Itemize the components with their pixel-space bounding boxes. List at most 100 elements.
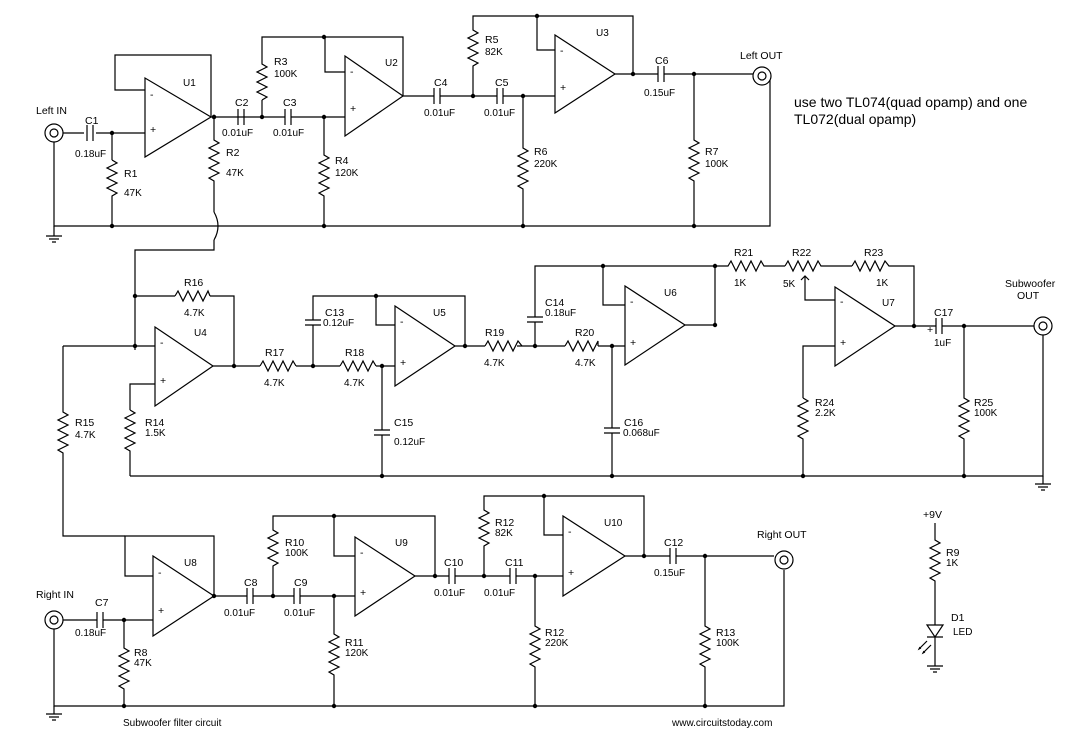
- left-out-label: Left OUT: [740, 50, 783, 62]
- opamp-u1: [144, 76, 213, 159]
- component-value: 0.12uF: [323, 318, 354, 329]
- svg-text:-: -: [158, 567, 162, 579]
- component-value: 0.01uF: [424, 108, 455, 119]
- component-value: 1K: [734, 278, 747, 289]
- subwoofer-out-label: Subwoofer: [1005, 278, 1056, 290]
- component-value: 100K: [705, 159, 729, 170]
- svg-text:+: +: [840, 337, 846, 349]
- component-ref: R10: [285, 537, 304, 549]
- component-value: 1uF: [934, 338, 951, 349]
- component-ref: C10: [444, 557, 463, 569]
- svg-text:-: -: [840, 296, 844, 308]
- component-ref: C5: [495, 77, 509, 89]
- opamp-label: U1: [183, 78, 196, 89]
- component-ref: R13: [716, 627, 735, 639]
- component-value: 4.7K: [264, 378, 285, 389]
- component-ref: R23: [864, 247, 883, 259]
- component-ref: C2: [235, 97, 249, 109]
- component-ref: R17: [265, 347, 284, 359]
- svg-text:+: +: [158, 605, 164, 617]
- component-ref: R6: [534, 146, 548, 158]
- component-value: 5K: [783, 279, 796, 290]
- component-ref: C12: [664, 537, 683, 549]
- svg-text:+: +: [630, 337, 636, 349]
- right-channel-section: -+ -+ -+: [44, 493, 794, 721]
- component-value: 0.01uF: [484, 588, 515, 599]
- opamp-u6: [624, 284, 687, 367]
- component-value: 0.15uF: [644, 88, 675, 99]
- subwoofer-out-jack: [1033, 316, 1053, 336]
- component-value: 4.7K: [184, 308, 205, 319]
- right-in-jack: [44, 610, 64, 630]
- opamp-u5: [394, 304, 457, 388]
- ground-symbol-bottom: [46, 706, 62, 721]
- opamp-u3: [554, 33, 617, 115]
- component-ref: C3: [283, 97, 297, 109]
- component-value: 100K: [274, 69, 298, 80]
- component-ref: R14: [145, 417, 164, 429]
- component-ref: R22: [792, 247, 811, 259]
- left-in-jack: [44, 123, 64, 143]
- note-line-1: use two TL074(quad opamp) and one: [794, 94, 1027, 110]
- opamp-u10: [562, 514, 627, 598]
- component-ref: R21: [734, 247, 753, 259]
- component-value: 120K: [345, 648, 369, 659]
- svg-text:+: +: [350, 103, 356, 115]
- component-value: 220K: [545, 638, 569, 649]
- led-indicator: [917, 523, 945, 673]
- component-ref: R24: [815, 397, 834, 409]
- component-ref: C8: [244, 577, 258, 589]
- component-ref: R18: [345, 347, 364, 359]
- component-value: LED: [953, 627, 972, 638]
- component-value: 82K: [495, 528, 513, 539]
- component-value: 0.01uF: [434, 588, 465, 599]
- svg-text:+: +: [568, 567, 574, 579]
- component-value: 4.7K: [575, 358, 596, 369]
- svg-text:+: +: [150, 124, 156, 136]
- component-value: 82K: [485, 47, 503, 58]
- svg-text:+: +: [160, 375, 166, 387]
- svg-text:-: -: [400, 316, 404, 328]
- website-credit: www.circuitstoday.com: [671, 718, 772, 729]
- component-ref: R7: [705, 146, 719, 158]
- component-value: 47K: [226, 168, 244, 179]
- component-value: 0.01uF: [284, 608, 315, 619]
- right-out-label: Right OUT: [757, 529, 807, 541]
- opamp-label: U4: [194, 328, 207, 339]
- right-in-label: Right IN: [36, 589, 74, 601]
- svg-text:-: -: [560, 45, 564, 57]
- component-ref: C7: [95, 597, 109, 609]
- svg-text:+: +: [927, 324, 933, 336]
- svg-text:-: -: [568, 526, 572, 538]
- component-ref: R3: [274, 56, 288, 68]
- component-value: 0.12uF: [394, 437, 425, 448]
- component-value: 1K: [946, 558, 959, 569]
- component-ref: C16: [624, 417, 643, 429]
- component-ref: R2: [226, 147, 240, 159]
- component-value: 0.01uF: [484, 108, 515, 119]
- component-ref: C11: [505, 557, 524, 569]
- note-line-2: TL072(dual opamp): [794, 111, 916, 127]
- component-ref: R12: [495, 517, 514, 529]
- opamp-label: U6: [664, 288, 677, 299]
- component-value: 0.01uF: [273, 128, 304, 139]
- component-ref: R8: [134, 647, 148, 659]
- opamp-u7: [834, 285, 897, 368]
- svg-text:-: -: [150, 89, 154, 101]
- component-ref: C1: [85, 115, 99, 127]
- component-value: 100K: [974, 408, 998, 419]
- component-value: 47K: [134, 658, 152, 669]
- component-value: 1.5K: [145, 428, 166, 439]
- left-channel-section: - + - + - +: [44, 13, 772, 350]
- subwoofer-out-label-2: OUT: [1017, 290, 1040, 302]
- opamp-u9: [354, 535, 417, 618]
- left-in-label: Left IN: [36, 105, 67, 117]
- component-value: 4.7K: [75, 430, 96, 441]
- svg-text:-: -: [160, 337, 164, 349]
- component-ref: R12: [545, 627, 564, 639]
- svg-text:-: -: [630, 296, 634, 308]
- component-value: 220K: [534, 159, 558, 170]
- svg-text:+: +: [560, 82, 566, 94]
